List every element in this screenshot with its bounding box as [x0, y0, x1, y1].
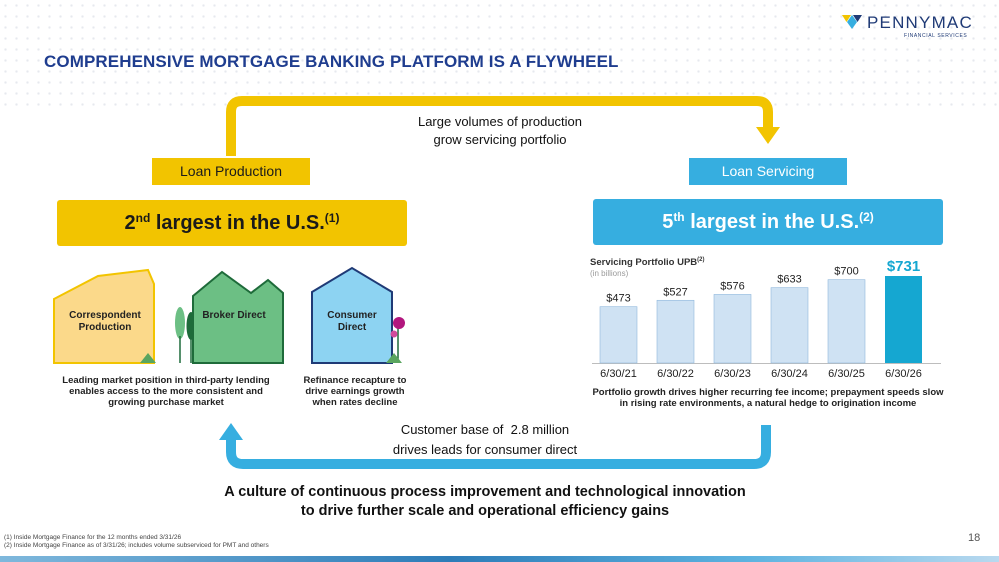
- servicing-rank-text: largest in the U.S.: [684, 211, 860, 233]
- bar-value-label: $527: [663, 286, 687, 298]
- bar-value-label: $731: [887, 258, 920, 275]
- chart-plot: $473 6/30/21 $527 6/30/22 $576 6/30/23 $633 6/3…: [592, 258, 941, 380]
- bottom-note-line-1: Customer base of 2.8 million: [400, 422, 570, 437]
- production-rank-text: largest in the U.S.: [150, 212, 325, 234]
- bottom-flywheel-note: Customer base of 2.8 million drives lead…: [335, 420, 635, 460]
- chart-title-note: (2): [697, 257, 705, 263]
- culture-line-1: A culture of continuous process improvem…: [224, 484, 746, 500]
- portfolio-growth-caption: Portfolio growth drives higher recurring…: [592, 387, 944, 409]
- culture-line-2: to drive further scale and operational e…: [300, 503, 670, 519]
- production-footnote-ref: (1): [324, 211, 340, 225]
- dot-pattern-background: [0, 0, 999, 110]
- x-tick-label: 6/30/26: [885, 368, 922, 380]
- top-note-line-1: Large volumes of production: [417, 114, 583, 129]
- third-party-lending-caption: Leading market position in third-party l…: [62, 375, 270, 408]
- brand-sub: FINANCIAL SERVICES: [904, 33, 968, 39]
- pennymac-logo: PENNYMAC FINANCIAL SERVICES: [842, 12, 992, 40]
- consumer-house-icon: [311, 266, 405, 364]
- top-note-line-2: grow servicing portfolio: [433, 132, 567, 147]
- servicing-rank-suffix: th: [673, 210, 685, 224]
- footnotes: (1) Inside Mortgage Finance for the 12 m…: [4, 534, 269, 550]
- servicing-rank-banner: 5th largest in the U.S.(2): [593, 199, 943, 245]
- servicing-rank: 5: [662, 211, 674, 233]
- bar-6/30/23: [713, 294, 752, 364]
- servicing-portfolio-chart: Servicing Portfolio UPB(2) (in billions)…: [588, 254, 943, 384]
- loan-production-pill: Loan Production: [152, 158, 310, 185]
- broker-direct-label: Broker Direct: [202, 310, 266, 321]
- footnote-1: (1) Inside Mortgage Finance for the 12 m…: [4, 534, 182, 541]
- production-to-servicing-arrow: [226, 96, 773, 156]
- bar-value-label: $633: [777, 274, 801, 286]
- footnote-2: (2) Inside Mortgage Finance as of 3/31/2…: [4, 542, 269, 549]
- bar-value-label: $700: [834, 266, 858, 278]
- chart-subtitle: (in billions): [590, 269, 629, 278]
- bar-6/30/21: [599, 306, 638, 364]
- page-number: 18: [968, 532, 981, 544]
- top-flywheel-note: Large volumes of production grow servici…: [370, 113, 630, 149]
- production-rank-suffix: nd: [135, 211, 151, 225]
- loan-servicing-pill: Loan Servicing: [689, 158, 847, 185]
- correspondent-house-icon: [53, 268, 156, 364]
- x-tick-label: 6/30/21: [600, 368, 637, 380]
- bottom-note-line-2: drives leads for consumer direct: [392, 442, 578, 457]
- bottom-color-strip: [0, 556, 999, 562]
- bar-6/30/25: [827, 279, 866, 364]
- x-tick-label: 6/30/24: [771, 368, 808, 380]
- chart-title: Servicing Portfolio UPB(2): [590, 257, 705, 268]
- channel-houses-illustration: [53, 266, 405, 364]
- refinance-recapture-caption: Refinance recapture to drive earnings gr…: [303, 375, 407, 408]
- pennymac-mark-icon: [842, 15, 862, 29]
- servicing-to-production-arrow: [226, 425, 771, 469]
- production-rank-banner: 2nd largest in the U.S.(1): [57, 200, 407, 246]
- bar-6/30/26: [885, 276, 922, 363]
- production-rank: 2: [124, 212, 136, 234]
- correspondent-production-label: Correspondent Production: [69, 310, 141, 333]
- servicing-arrowhead: [219, 423, 243, 440]
- page-title: COMPREHENSIVE MORTGAGE BANKING PLATFORM …: [44, 52, 619, 71]
- chart-title-text: Servicing Portfolio UPB: [590, 257, 698, 268]
- bar-value-label: $473: [606, 293, 630, 305]
- bar-6/30/22: [656, 299, 695, 364]
- broker-house-icon: [192, 270, 284, 364]
- x-tick-label: 6/30/25: [828, 368, 865, 380]
- x-tick-label: 6/30/23: [714, 368, 751, 380]
- production-arrowhead: [756, 127, 780, 144]
- servicing-footnote-ref: (2): [859, 210, 874, 224]
- culture-statement: A culture of continuous process improvem…: [180, 483, 790, 521]
- bar-value-label: $576: [720, 280, 744, 292]
- consumer-direct-label: Consumer Direct: [327, 310, 377, 333]
- bar-6/30/24: [770, 287, 809, 364]
- brand-name: PENNYMAC: [867, 13, 973, 32]
- production-channels: Correspondent Production Broker Direct C…: [50, 266, 420, 370]
- x-tick-label: 6/30/22: [657, 368, 694, 380]
